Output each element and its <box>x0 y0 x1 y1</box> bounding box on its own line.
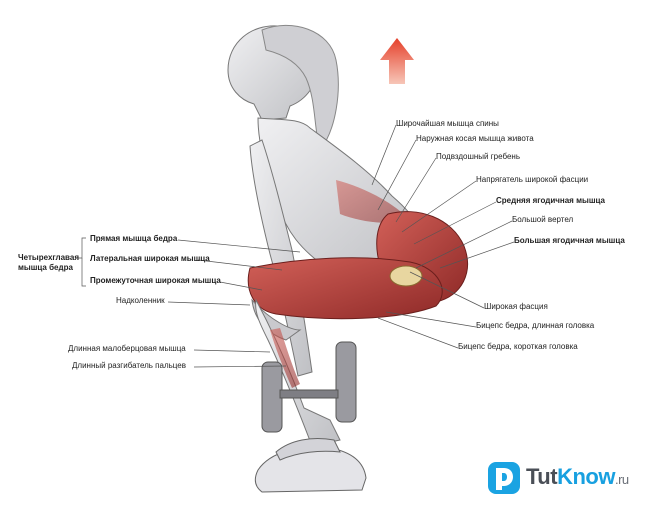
up-arrow-icon <box>380 38 414 84</box>
label-rectus-femoris: Прямая мышца бедра <box>90 234 178 243</box>
brand-logo-text: TutKnow.ru <box>526 464 629 490</box>
label-peroneus-longus: Длинная малоберцовая мышца <box>68 344 186 353</box>
label-gluteus-maximus: Большая ягодичная мышца <box>514 236 625 245</box>
muscle-shapes <box>247 211 468 341</box>
brand-logo[interactable]: TutKnow.ru <box>486 458 636 498</box>
label-fascia-lata: Широкая фасция <box>484 302 548 311</box>
shoe-shapes <box>254 438 367 493</box>
label-tensor-fascia-latae: Напрягатель широкой фасции <box>476 175 589 184</box>
brand-part-know: Know <box>557 464 615 489</box>
label-biceps-femoris-short: Бицепс бедра, короткая головка <box>458 342 578 351</box>
leader-lines-right <box>371 124 515 349</box>
label-vastus-intermedius: Промежуточная широкая мышца <box>90 276 221 285</box>
label-greater-trochanter: Большой вертел <box>512 215 574 224</box>
quad-group-line2: мышца бедра <box>18 263 73 272</box>
label-gluteus-medius: Средняя ягодичная мышца <box>496 196 605 205</box>
head-shape <box>227 24 339 152</box>
label-vastus-lateralis: Латеральная широкая мышца <box>90 254 210 263</box>
label-patella: Надколенник <box>116 296 165 305</box>
quad-group-line1: Четырехглавая <box>18 253 79 262</box>
brand-part-tut: Tut <box>526 464 558 489</box>
label-iliac-crest: Подвздошный гребень <box>436 152 520 161</box>
label-external-oblique: Наружная косая мышца живота <box>416 134 534 143</box>
dumbbell-shapes <box>261 341 357 433</box>
brand-part-ru: .ru <box>614 472 629 487</box>
lower-leg-shapes <box>255 298 341 447</box>
brand-logo-icon <box>488 462 520 494</box>
label-extensor-digitorum: Длинный разгибатель пальцев <box>72 361 186 370</box>
label-quadriceps-group: Четырехглавая мышца бедра <box>18 253 79 273</box>
label-biceps-femoris-long: Бицепс бедра, длинная головка <box>476 321 595 330</box>
label-latissimus: Широчайшая мышца спины <box>396 119 499 128</box>
leader-lines-left <box>78 237 301 368</box>
